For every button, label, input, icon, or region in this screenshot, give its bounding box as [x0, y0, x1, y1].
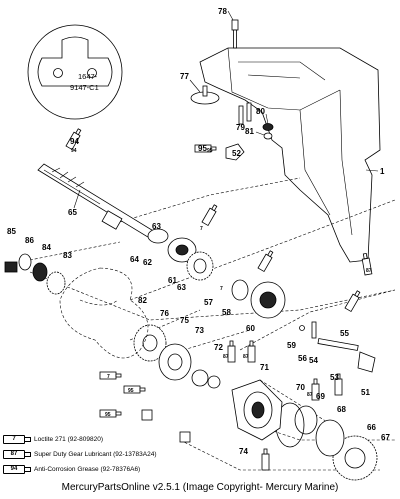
- callout-52: 52: [232, 149, 241, 158]
- tube-label-87-b: 87: [223, 354, 229, 360]
- inset-part-number-2: 9147-C1: [70, 83, 99, 92]
- copyright-footer: MercuryPartsOnline v2.5.1 (Image Copyrig…: [61, 482, 339, 493]
- tube-label-87-a: 87: [366, 268, 372, 274]
- callout-59: 59: [287, 341, 296, 350]
- callout-94: 94: [70, 137, 79, 146]
- callout-75: 75: [180, 316, 189, 325]
- callout-69: 69: [316, 392, 325, 401]
- inset-detail: 1647- 9147-C1: [27, 24, 123, 120]
- callout-54: 54: [309, 356, 318, 365]
- callout-86: 86: [25, 236, 34, 245]
- tube-icon: 7: [3, 435, 31, 444]
- callout-81: 81: [245, 127, 254, 136]
- lube-tubes: [65, 128, 373, 471]
- lubricant-legend: 7 Loctite 271 (92-809820) 87 Super Duty …: [3, 432, 157, 477]
- callout-78: 78: [218, 7, 227, 16]
- tube-label-87-d: 87: [307, 392, 313, 398]
- legend-text-loctite: Loctite 271 (92-809820): [34, 436, 104, 443]
- callout-74: 74: [239, 447, 248, 456]
- callout-53: 53: [330, 373, 339, 382]
- tube-label-87-c: 87: [243, 354, 249, 360]
- callout-51: 51: [361, 388, 370, 397]
- callout-60: 60: [246, 324, 255, 333]
- callout-65: 65: [68, 208, 77, 217]
- gear-set: [133, 228, 378, 481]
- callout-95-top: 95: [198, 144, 207, 153]
- callout-85: 85: [7, 227, 16, 236]
- tube-icon: 87: [3, 450, 31, 459]
- callout-labels: 78 77 79 80 81 94 95 52 1 65 63 64 62 61…: [7, 7, 390, 456]
- tube-label-95-b: 95: [105, 412, 111, 418]
- propeller-shaft: [37, 163, 161, 243]
- callout-55: 55: [340, 329, 349, 338]
- legend-row-loctite: 7 Loctite 271 (92-809820): [3, 432, 153, 447]
- tube-label-7-a: 7: [107, 374, 110, 380]
- callout-63-bottom: 63: [177, 283, 186, 292]
- tube-label-94: 94: [71, 148, 77, 154]
- callout-62: 62: [143, 258, 152, 267]
- callout-68: 68: [337, 405, 346, 414]
- callout-66: 66: [367, 423, 376, 432]
- callout-84: 84: [42, 243, 51, 252]
- callout-70: 70: [296, 383, 305, 392]
- callout-57: 57: [204, 298, 213, 307]
- tube-label-7-b: 7: [220, 286, 223, 292]
- callout-73: 73: [195, 326, 204, 335]
- callout-72: 72: [214, 343, 223, 352]
- callout-77: 77: [180, 72, 189, 81]
- callout-61: 61: [168, 276, 177, 285]
- callout-79: 79: [236, 123, 245, 132]
- tube-code-labels: 95 7 94 95 95 7 87 87 87 87 7: [71, 148, 372, 418]
- callout-82: 82: [138, 296, 147, 305]
- legend-row-grease: 94 Anti-Corrosion Grease (92-78376A6): [3, 462, 153, 477]
- callout-56: 56: [298, 354, 307, 363]
- prop-hardware: [4, 253, 66, 295]
- callout-80: 80: [256, 107, 265, 116]
- callout-71: 71: [260, 363, 269, 372]
- bearing-carrier: [231, 379, 283, 441]
- top-hardware: [190, 19, 274, 161]
- gear-housing: [199, 47, 381, 263]
- construction-lines: [19, 177, 396, 471]
- legend-text-grease: Anti-Corrosion Grease (92-78376A6): [34, 466, 141, 473]
- callout-76: 76: [160, 309, 169, 318]
- callout-1: 1: [380, 167, 385, 176]
- callout-83: 83: [63, 251, 72, 260]
- inset-part-number-1: 1647-: [78, 72, 98, 81]
- legend-row-gear-lube: 87 Super Duty Gear Lubricant (92-13783A2…: [3, 447, 157, 462]
- callout-63-top: 63: [152, 222, 161, 231]
- tube-label-95-top: 95: [207, 148, 213, 154]
- callout-58: 58: [222, 308, 231, 317]
- propeller-outline: [59, 267, 149, 359]
- legend-text-gear-lube: Super Duty Gear Lubricant (92-13783A24): [34, 451, 157, 458]
- tube-icon: 94: [3, 465, 31, 474]
- callout-67: 67: [381, 433, 390, 442]
- tube-label-7-c: 7: [200, 226, 203, 232]
- shift-parts: [299, 321, 376, 373]
- callout-64: 64: [130, 255, 139, 264]
- tube-label-95-c: 95: [128, 388, 134, 394]
